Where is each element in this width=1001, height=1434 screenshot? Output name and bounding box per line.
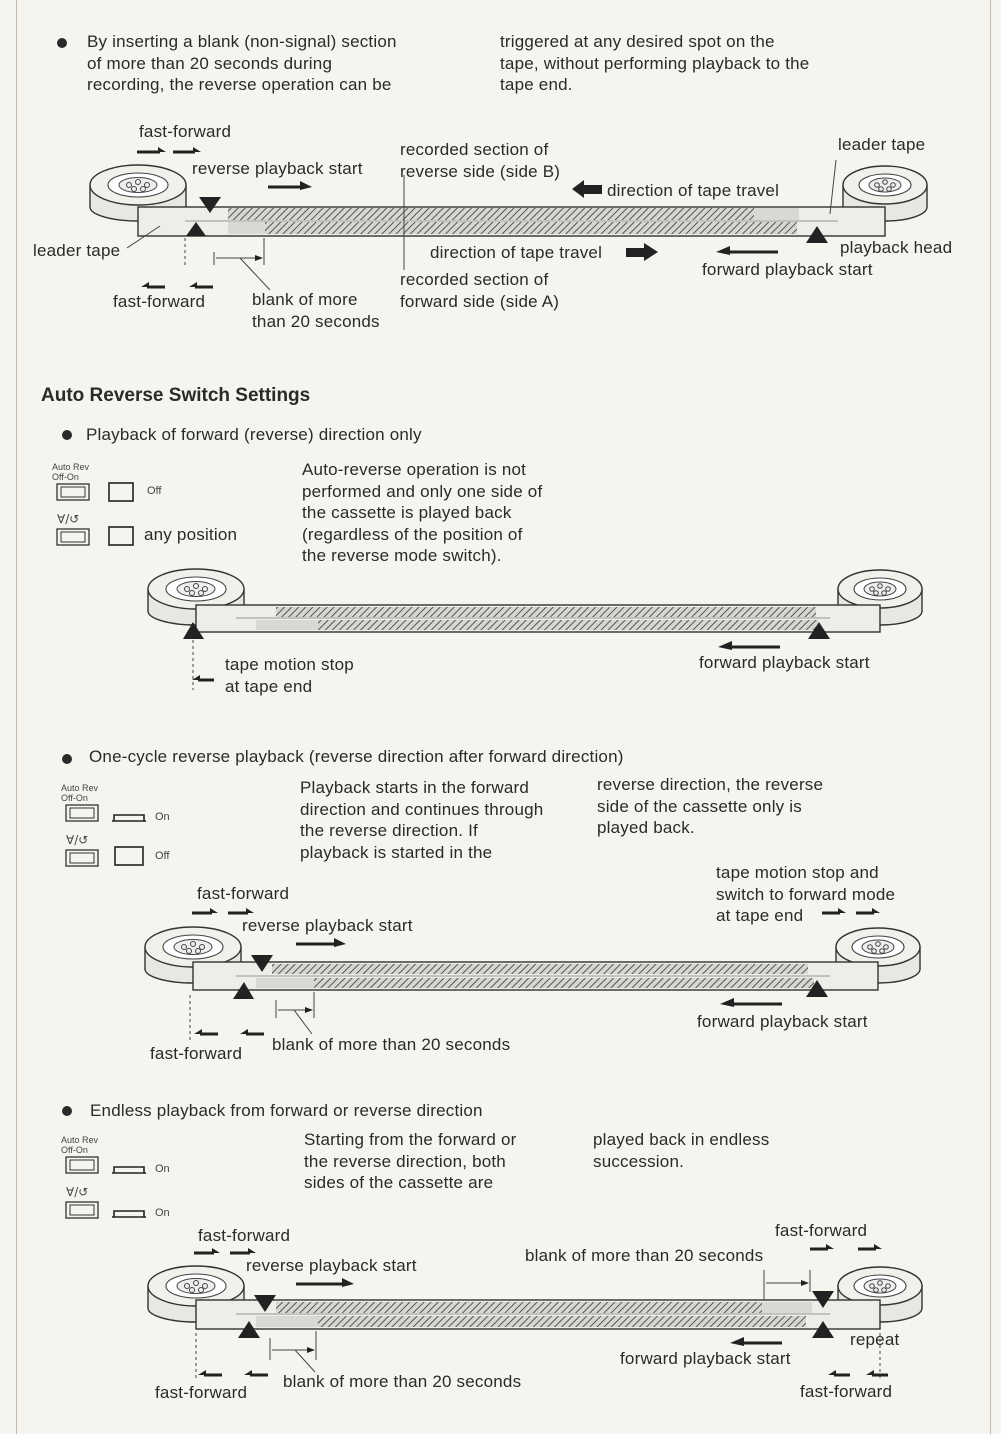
page-border-left — [16, 0, 17, 1434]
mode1-switch-label: Auto Rev Off-On — [52, 462, 90, 482]
mode1-title: Playback of forward (reverse) direction … — [86, 425, 422, 444]
mode2-title: One-cycle reverse playback (reverse dire… — [89, 747, 624, 766]
mode1-any-position: any position — [144, 525, 238, 544]
mode3-fast-forward-bottom-left: fast-forward — [155, 1383, 248, 1402]
svg-text:∀/↺: ∀/↺ — [66, 833, 88, 847]
d1-direction-right: direction of tape travel — [430, 243, 603, 262]
mode1-stop-label: tape motion stop at tape end — [225, 655, 354, 696]
mode2-forward-playback-start: forward playback start — [697, 1012, 868, 1031]
d1-fast-forward-bottom: fast-forward — [113, 292, 206, 311]
d1-blank-label: blank of more than 20 seconds — [252, 290, 380, 331]
intro-text-col1: By inserting a blank (non-signal) sectio… — [87, 32, 397, 94]
mode2-blank-label: blank of more than 20 seconds — [272, 1035, 511, 1054]
mode2-desc-col2: reverse direction, the reverse side of t… — [597, 775, 824, 837]
mode2-desc-col1: Playback starts in the forward direction… — [300, 778, 544, 862]
mode2-fast-forward-top: fast-forward — [197, 884, 290, 903]
diagram1-artwork — [89, 147, 928, 291]
mode1-switch-state-off: Off — [147, 485, 162, 497]
d1-leader-tape-left: leader tape — [33, 241, 121, 260]
d1-reverse-playback-start: reverse playback start — [192, 159, 363, 178]
mode3-title: Endless playback from forward or reverse… — [90, 1101, 483, 1120]
mode3-forward-playback-start: forward playback start — [620, 1349, 791, 1368]
d1-forward-playback-start: forward playback start — [702, 260, 873, 279]
mode3-blank-top: blank of more than 20 seconds — [525, 1246, 764, 1265]
mode3-artwork: ∀/↺ — [65, 1156, 923, 1380]
d1-recorded-side-a: recorded section of forward side (side A… — [400, 270, 560, 311]
mode3-bullet — [62, 1106, 72, 1116]
mode2-fast-forward-bottom: fast-forward — [150, 1044, 243, 1063]
mode3-desc-col1: Starting from the forward or the reverse… — [304, 1130, 517, 1192]
mode3-blank-bottom: blank of more than 20 seconds — [283, 1372, 522, 1391]
mode3-switch-state-on-1: On — [155, 1163, 170, 1175]
mode2-switch-label: Auto Rev Off-On — [61, 783, 99, 803]
mode1-artwork: ∀/↺ — [56, 482, 923, 690]
mode3-fast-forward-bottom-right: fast-forward — [800, 1382, 893, 1401]
mode2-reverse-playback-start: reverse playback start — [242, 916, 413, 935]
mode2-switch-state-on: On — [155, 811, 170, 823]
d1-fast-forward-top: fast-forward — [139, 122, 232, 141]
mode3-fast-forward-top-right: fast-forward — [775, 1221, 868, 1240]
mode1-description: Auto-reverse operation is not performed … — [302, 460, 543, 565]
mode2-switch-state-off: Off — [155, 850, 170, 862]
mode3-fast-forward-top-left: fast-forward — [198, 1226, 291, 1245]
mode3-reverse-playback-start: reverse playback start — [246, 1256, 417, 1275]
svg-text:∀/↺: ∀/↺ — [57, 512, 79, 526]
d1-direction-left: direction of tape travel — [607, 181, 780, 200]
mode1-bullet — [62, 430, 72, 440]
d1-playback-head: playback head — [840, 238, 953, 257]
mode2-artwork: ∀/↺ — [65, 804, 921, 1040]
page-border-right — [990, 0, 991, 1434]
mode3-switch-state-on-2: On — [155, 1207, 170, 1219]
svg-text:∀/↺: ∀/↺ — [66, 1185, 88, 1199]
intro-bullet — [57, 38, 67, 48]
mode3-repeat: repeat — [850, 1330, 900, 1349]
intro-text-col2: triggered at any desired spot on the tap… — [500, 32, 810, 94]
mode1-forward-playback-start: forward playback start — [699, 653, 870, 672]
mode3-desc-col2: played back in endless succession. — [593, 1130, 770, 1171]
d1-leader-tape-right: leader tape — [838, 135, 926, 154]
mode3-switch-label: Auto Rev Off-On — [61, 1135, 99, 1155]
section-title: Auto Reverse Switch Settings — [41, 385, 311, 406]
mode2-stop-switch-label: tape motion stop and switch to forward m… — [716, 863, 896, 925]
mode2-bullet — [62, 754, 72, 764]
d1-recorded-side-b: recorded section of reverse side (side B… — [400, 140, 561, 181]
